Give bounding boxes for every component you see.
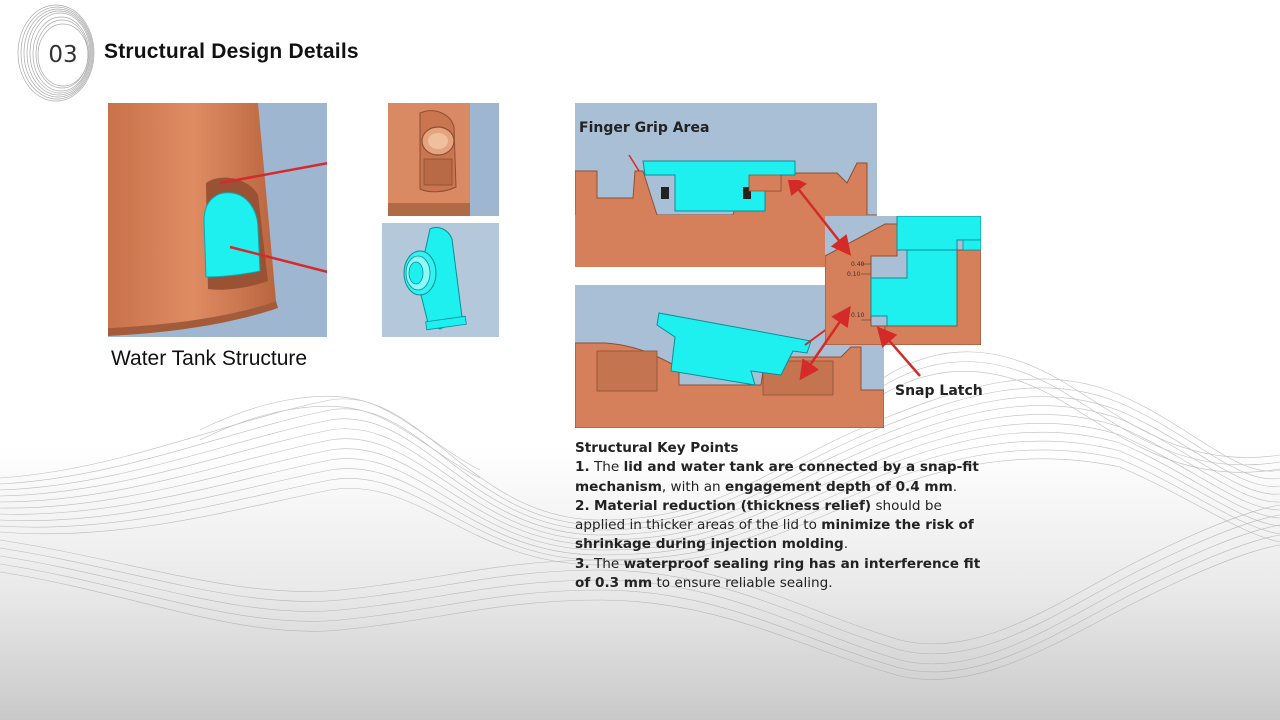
key-point-3: 3. The waterproof sealing ring has an in… bbox=[575, 555, 995, 594]
key-point-text: . bbox=[952, 478, 958, 495]
key-point-1: 1. The lid and water tank are connected … bbox=[575, 458, 995, 497]
key-point-emphasis: engagement depth of 0.4 mm bbox=[724, 478, 953, 495]
dimension-label: 0.40 bbox=[851, 261, 865, 268]
key-point-text: The bbox=[589, 459, 624, 476]
water-tank-render bbox=[108, 103, 327, 337]
finger-grip-label: Finger Grip Area bbox=[579, 120, 709, 136]
key-point-text: to ensure reliable sealing. bbox=[652, 575, 833, 592]
key-point-num: 1. bbox=[575, 459, 590, 476]
latch-opening-render bbox=[388, 103, 499, 216]
key-point-num: 3. bbox=[575, 555, 590, 572]
water-tank-caption: Water Tank Structure bbox=[111, 347, 308, 370]
key-point-emphasis: waterproof sealing ring has an interfere… bbox=[575, 555, 981, 592]
key-point-num: 2. bbox=[575, 497, 590, 514]
callout-arrows bbox=[786, 180, 921, 381]
key-point-text: , with an bbox=[661, 478, 725, 495]
key-point-emphasis: Material reduction (thickness relief) bbox=[593, 497, 872, 514]
key-point-emphasis: lid and water tank are connected by a sn… bbox=[575, 459, 979, 495]
lid-render bbox=[382, 223, 499, 337]
key-point-emphasis: minimize the risk of shrinkage during in… bbox=[575, 517, 974, 553]
key-points-block: Structural Key Points 1. The lid and wat… bbox=[575, 439, 995, 593]
dimension-label: 0.10 bbox=[851, 312, 865, 319]
dimension-label: 0.10 bbox=[847, 271, 861, 278]
key-points-heading: Structural Key Points bbox=[575, 440, 739, 456]
page-title: Structural Design Details bbox=[104, 40, 359, 63]
section-number: 03 bbox=[48, 42, 78, 68]
snap-latch-label: Snap Latch bbox=[895, 383, 983, 399]
key-point-2: 2. Material reduction (thickness relief)… bbox=[575, 497, 995, 555]
key-point-text: The bbox=[589, 555, 624, 572]
key-point-text: should be applied in thicker areas of th… bbox=[575, 497, 942, 534]
section-badge-ring bbox=[17, 4, 95, 102]
key-point-text: . bbox=[843, 536, 849, 553]
